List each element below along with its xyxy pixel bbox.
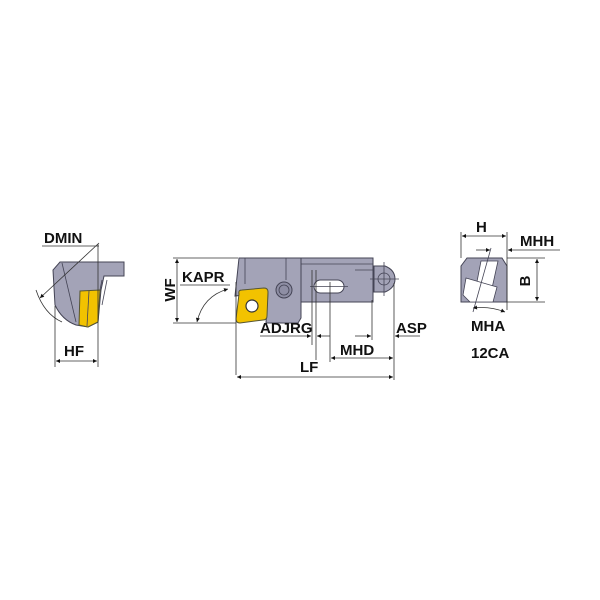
mha-label: MHA: [471, 318, 505, 335]
front-view-insert: [78, 289, 101, 328]
lf-label: LF: [300, 359, 318, 376]
front-edge-line-3: [101, 279, 108, 306]
mhd-label: MHD: [340, 342, 374, 359]
front-edge-line: [61, 262, 77, 323]
dmin-arc: [35, 289, 63, 323]
kapr-label: KAPR: [182, 269, 225, 286]
h-label: H: [476, 219, 487, 236]
end-view-caption: 12CA: [471, 345, 510, 362]
asp-label: ASP: [396, 320, 427, 337]
end-view: H MHH B MHA 12CA: [460, 219, 560, 362]
front-view: DMIN HF: [35, 230, 125, 367]
mha-arc: [472, 305, 506, 313]
dmin-label: DMIN: [44, 230, 82, 247]
adjrg-label: ADJRG: [260, 320, 313, 337]
b-label: B: [517, 275, 534, 286]
end-view-insert-seat: [462, 277, 498, 303]
hf-label: HF: [64, 343, 84, 360]
end-view-centerline: [472, 247, 492, 313]
kapr-arc: [195, 288, 229, 323]
side-view: WF KAPR ADJRG ASP MHD LF: [162, 257, 427, 380]
side-view-shank: [300, 257, 374, 303]
insert-hole: [245, 299, 259, 313]
dmin-leader: [39, 242, 100, 299]
clamp-screw: [275, 281, 293, 299]
insert-divider: [86, 290, 90, 327]
wf-label: WF: [162, 278, 179, 301]
mhh-label: MHH: [520, 233, 554, 250]
clamp-screw-inner: [278, 284, 290, 296]
